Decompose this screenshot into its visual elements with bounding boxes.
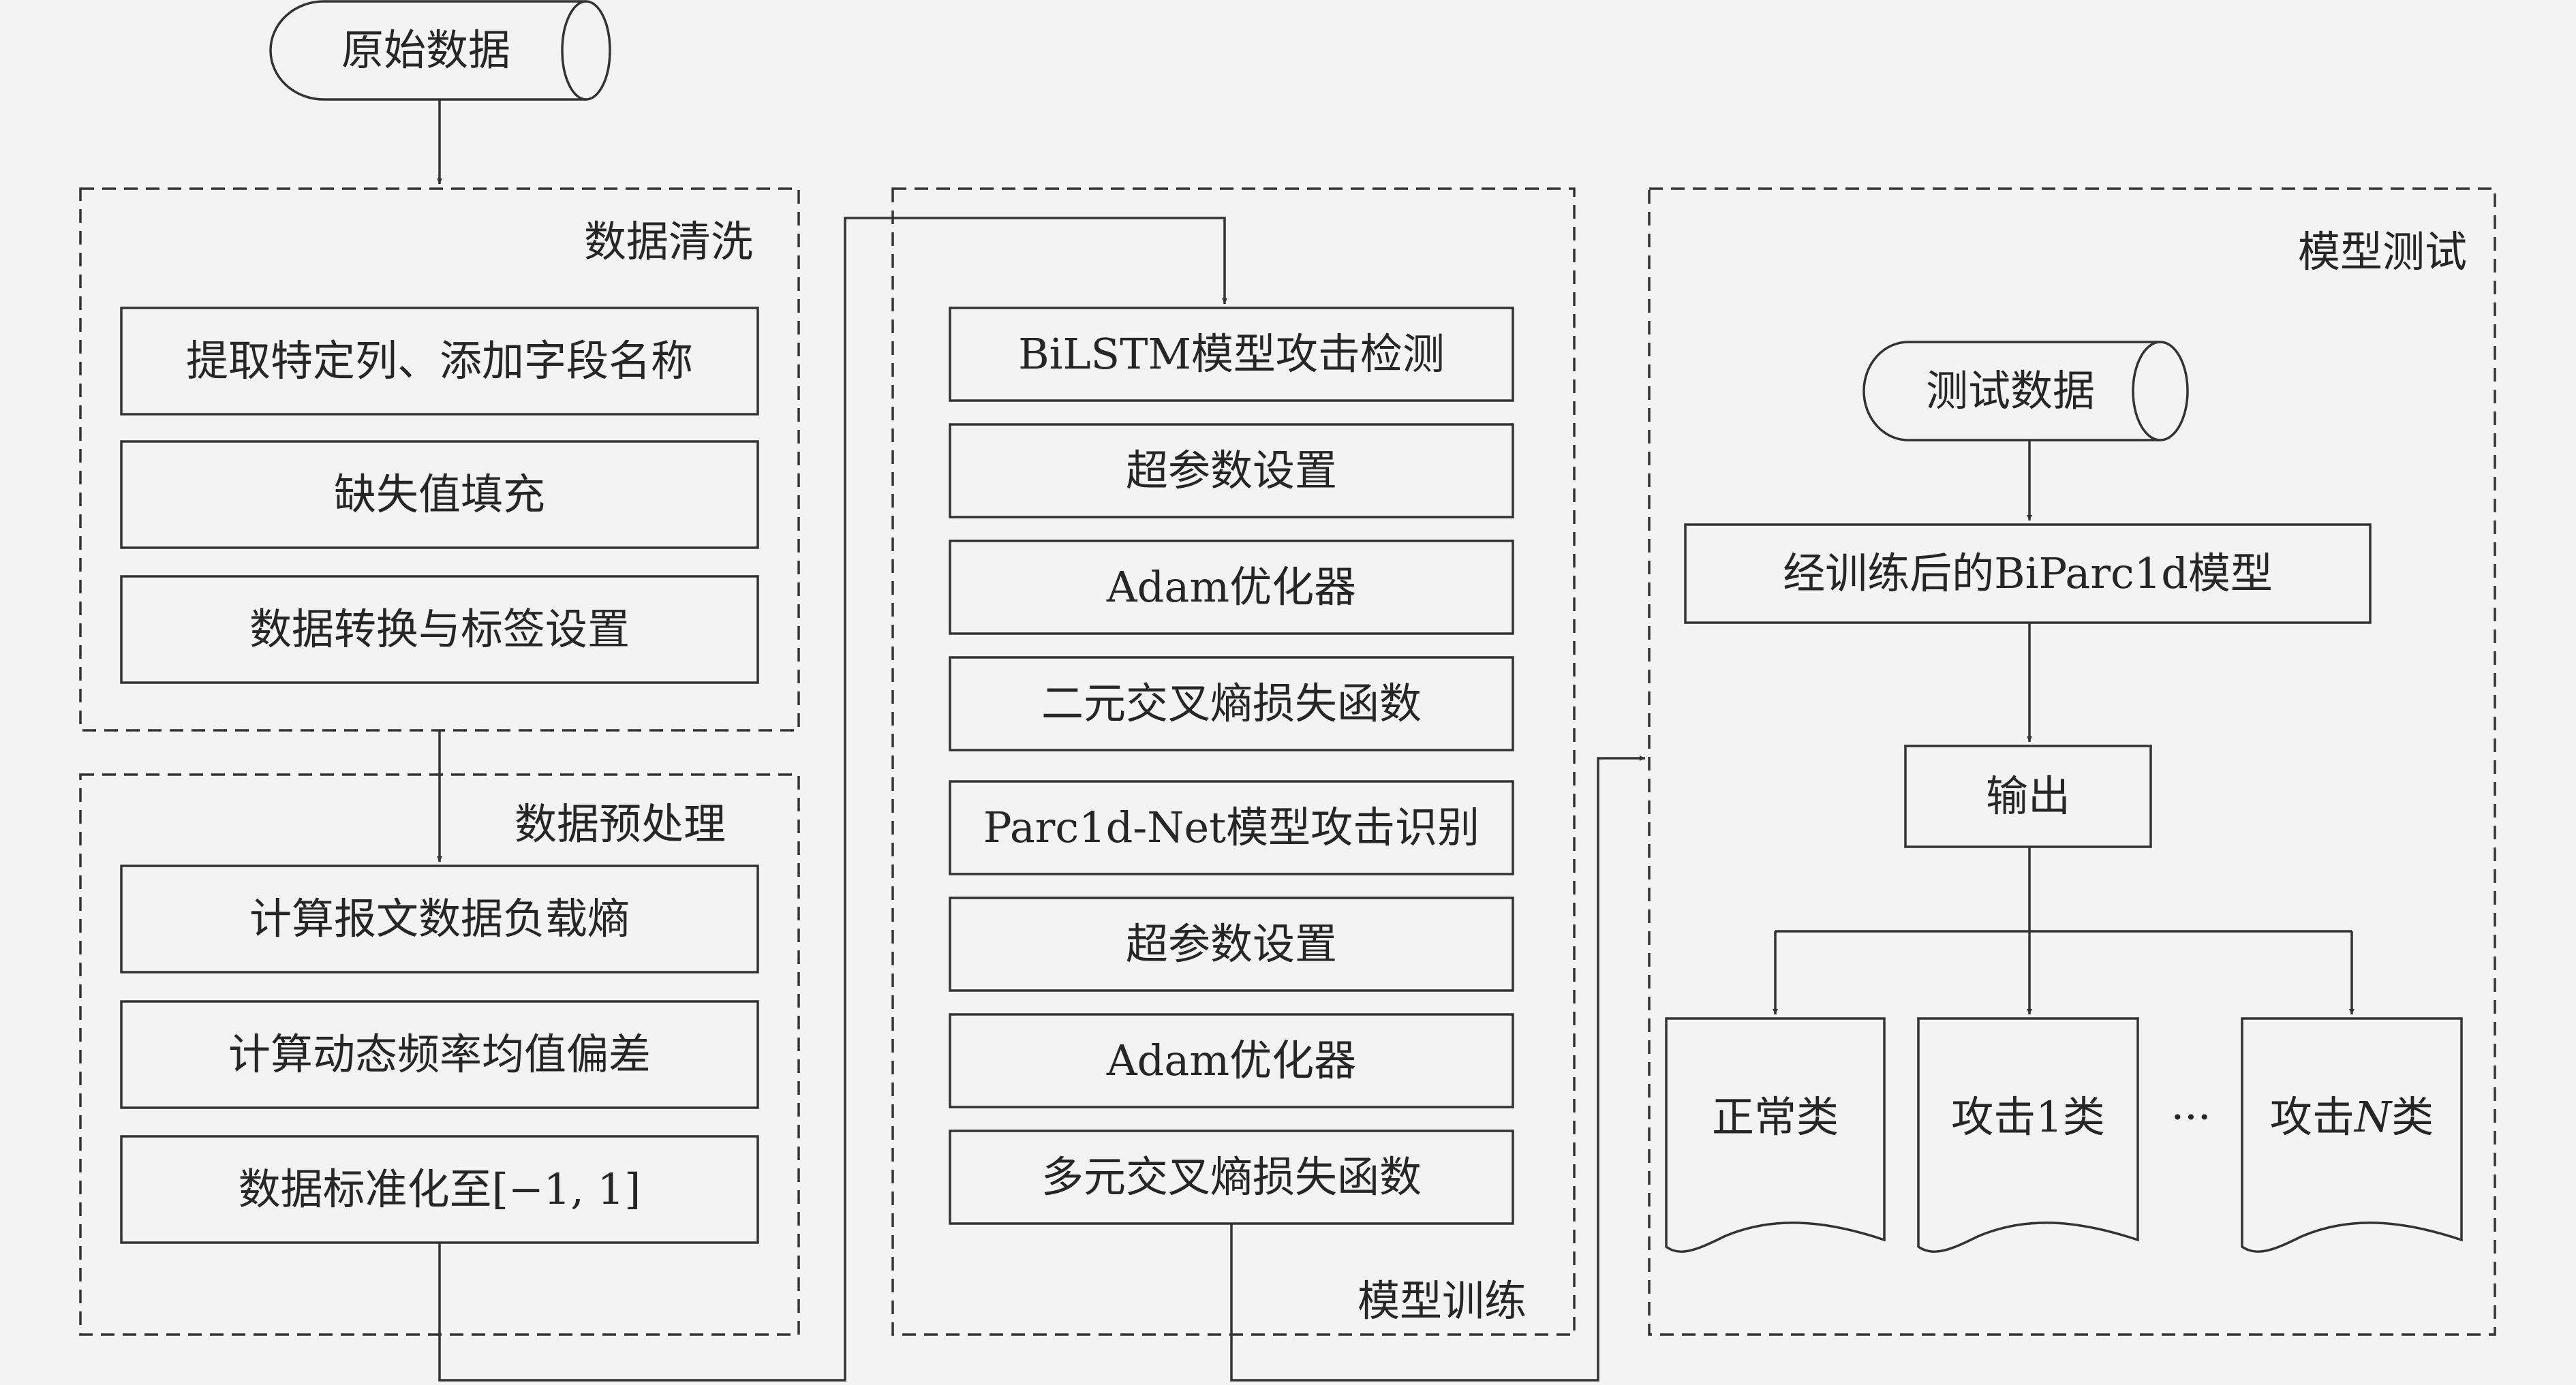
training-step-label: 多元交叉熵损失函数	[1041, 1152, 1422, 1202]
attack1-class-label: 攻击1类	[1951, 1092, 2105, 1142]
test-data-label: 测试数据	[1925, 366, 2095, 416]
testing-section-frame	[1648, 187, 2496, 1336]
cleaning-step-label: 数据转换与标签设置	[249, 604, 630, 654]
training-step-label: 超参数设置	[1125, 919, 1337, 969]
cleaning-step-box	[120, 440, 759, 549]
output-box	[1904, 745, 2152, 848]
attackN-variable: N	[2354, 1092, 2392, 1142]
training-step-label: Adam优化器	[1106, 1036, 1357, 1085]
training-step-box	[949, 1013, 1514, 1108]
preprocessing-step-label: 数据标准化至[−1, 1]	[238, 1164, 641, 1214]
cleaning-step-label: 缺失值填充	[333, 469, 545, 519]
training-section-title: 模型训练	[1357, 1276, 1527, 1326]
cleaning-step-box	[120, 307, 759, 416]
training-step-label: 二元交叉熵损失函数	[1041, 679, 1422, 728]
source-data-label: 原始数据	[341, 25, 510, 75]
preprocessing-step-box	[120, 865, 759, 974]
output-label: 输出	[1985, 771, 2070, 821]
cleaning-step-label: 提取特定列、添加字段名称	[185, 336, 693, 386]
arrow-preprocessing-to-training	[438, 217, 1227, 1382]
cleaning-section-title: 数据清洗	[583, 217, 753, 266]
test-data-cylinder-cap	[2132, 341, 2161, 441]
class-document-normal	[1665, 1017, 1886, 1253]
preprocessing-step-label: 计算动态频率均值偏差	[228, 1029, 651, 1079]
class-document-attack1	[1917, 1017, 2139, 1253]
attackN-suffix: 类	[2391, 1092, 2434, 1142]
training-step-box	[949, 423, 1514, 518]
training-step-box	[949, 540, 1514, 635]
trained-model-label: 经训练后的BiParc1d模型	[1783, 548, 2273, 598]
training-step-label: 超参数设置	[1125, 446, 1337, 495]
testing-section-title: 模型测试	[2297, 227, 2467, 277]
training-step-box	[949, 307, 1514, 402]
cleaning-step-box	[120, 575, 759, 684]
preprocessing-step-box	[120, 1000, 759, 1109]
class-document-attackN	[2241, 1017, 2463, 1253]
training-step-box	[949, 780, 1514, 875]
training-step-label: BiLSTM模型攻击检测	[1018, 329, 1445, 379]
preprocessing-section-title: 数据预处理	[514, 799, 726, 849]
training-step-box	[949, 897, 1514, 992]
source-data-cylinder-cap	[561, 0, 587, 101]
class-ellipsis: ···	[2171, 1092, 2211, 1142]
arrow-training-to-testing	[1230, 756, 1645, 1382]
attackN-prefix: 攻击	[2269, 1092, 2355, 1142]
training-section-frame	[891, 187, 1576, 1336]
training-step-box	[949, 656, 1514, 751]
source-data-cylinder	[269, 0, 611, 101]
training-step-label: Parc1d-Net模型攻击识别	[983, 803, 1480, 852]
normal-class-label: 正常类	[1711, 1092, 1839, 1142]
training-step-label: Adam优化器	[1106, 562, 1357, 612]
preprocessing-step-label: 计算报文数据负载熵	[249, 894, 630, 944]
trained-model-box	[1684, 523, 2372, 624]
